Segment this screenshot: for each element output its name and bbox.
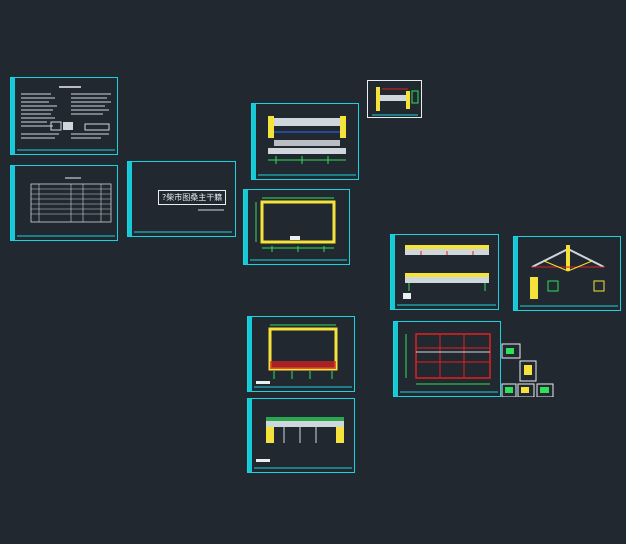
thumbnail-detail-icons xyxy=(501,343,554,397)
drawing-list-sheet[interactable] xyxy=(10,165,118,241)
grid-plan-drawing xyxy=(400,333,498,393)
beam-section-drawing xyxy=(397,245,496,306)
truss-drawing xyxy=(520,245,618,307)
plan-drawing-2 xyxy=(254,324,352,388)
sheet-frame-strip xyxy=(248,317,252,391)
sheet-frame-strip xyxy=(128,162,132,236)
sheet-frame-strip xyxy=(394,322,398,396)
thumbnail-details[interactable] xyxy=(501,343,554,397)
grid-plan-sheet[interactable] xyxy=(393,321,501,397)
detail-sheet-small[interactable] xyxy=(367,80,422,118)
sheet-frame-strip xyxy=(11,78,15,154)
cover-footer xyxy=(134,209,232,233)
plan-drawing xyxy=(250,197,347,261)
plan-sheet-2[interactable] xyxy=(247,316,355,392)
elevation-drawing-2 xyxy=(254,417,352,469)
cover-sheet[interactable]: ?柴市图桑主干籍 xyxy=(127,161,236,237)
sheet-frame-strip xyxy=(11,166,15,240)
detail-drawing xyxy=(372,87,419,116)
truss-detail-sheet[interactable] xyxy=(513,236,621,311)
design-notes-content xyxy=(17,86,115,151)
elevation-sheet-1[interactable] xyxy=(251,103,359,180)
drawing-list-table xyxy=(17,177,115,237)
sheet-frame-strip xyxy=(248,399,252,472)
plan-sheet-1[interactable] xyxy=(243,189,350,265)
cover-title: ?柴市图桑主干籍 xyxy=(158,190,227,205)
design-notes-sheet[interactable] xyxy=(10,77,118,155)
beam-section-sheet[interactable] xyxy=(390,234,499,310)
sheet-frame-strip xyxy=(244,190,248,264)
sheet-frame-strip xyxy=(514,237,518,310)
sheet-frame-strip xyxy=(252,104,256,179)
elevation-sheet-2[interactable] xyxy=(247,398,355,473)
elevation-drawing xyxy=(258,116,356,176)
sheet-frame-strip xyxy=(391,235,395,309)
